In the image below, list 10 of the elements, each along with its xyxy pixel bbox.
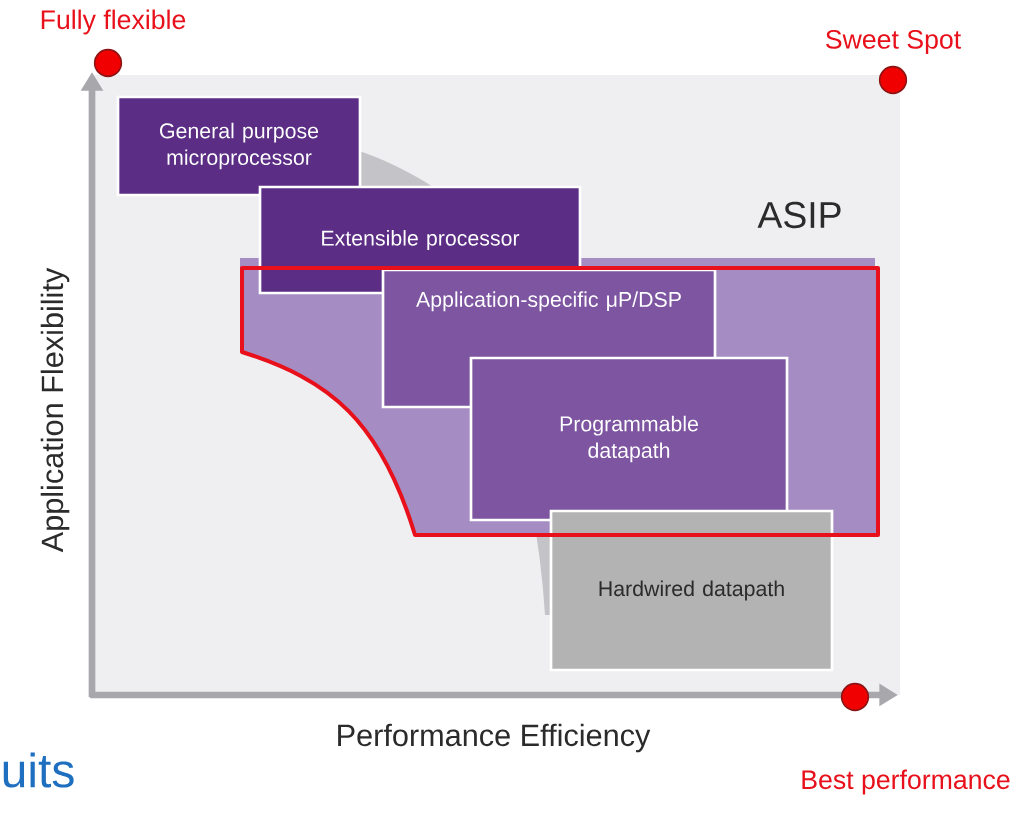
marker-label: Fully flexible: [41, 9, 186, 35]
axis-label: Application Flexibility: [40, 267, 70, 553]
region-label: ASIP: [757, 201, 841, 229]
category-box: Hardwired datapath: [549, 509, 834, 672]
category-box: General purpose microprocessor: [116, 95, 362, 197]
marker-label: Sweet Spot: [826, 29, 961, 55]
slide-title-fragment: uits: [3, 752, 74, 788]
axis-label: Performance Efficiency: [338, 723, 651, 753]
marker-label: Best performance: [802, 769, 1010, 795]
category-box: Programmable datapath: [469, 356, 789, 522]
